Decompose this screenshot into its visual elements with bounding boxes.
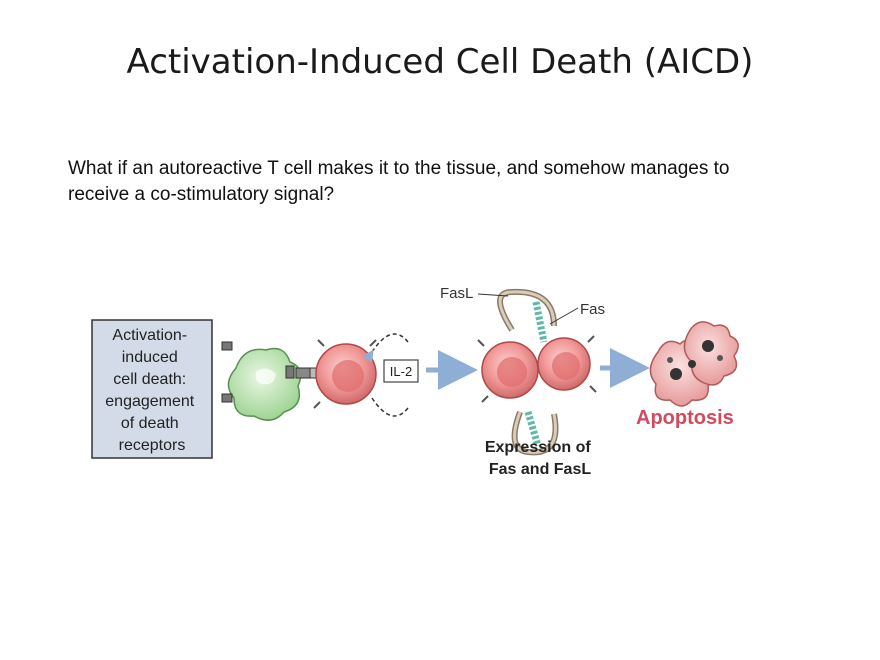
il2-autocrine-loop: IL-2 — [362, 333, 419, 417]
box-line-5: of death — [121, 415, 179, 432]
fas-label: Fas — [580, 301, 605, 318]
death-receptor-box: Activation- induced cell death: engageme… — [91, 319, 213, 459]
antigen-presenting-cell — [221, 341, 302, 421]
box-line-1: Activation- — [112, 327, 187, 344]
apoptosis-label: Apoptosis — [636, 407, 734, 429]
question-line-2: receive a co-stimulatory signal? — [68, 184, 335, 205]
box-line-6: receptors — [119, 437, 186, 454]
apoptotic-cells: Apoptosis — [636, 321, 739, 429]
svg-text:Activation- induced: Activation- induced cell death: engageme… — [105, 327, 198, 454]
expression-line-2: Fas and FasL — [489, 461, 591, 478]
expression-line-1: Expression of — [485, 439, 591, 456]
question-line-1: What if an autoreactive T cell makes it … — [68, 158, 730, 179]
slide-title: Activation-Induced Cell Death (AICD) — [126, 42, 754, 82]
fasl-label: FasL — [440, 285, 473, 302]
box-line-2: induced — [122, 349, 178, 366]
activated-t-cell — [313, 339, 377, 409]
aicd-diagram: Activation- induced cell death: engageme… — [91, 285, 739, 478]
question-text: What if an autoreactive T cell makes it … — [68, 156, 848, 208]
fas-fasl-interaction: FasL Fas Expression of Fas and FasL — [440, 285, 605, 478]
il2-label: IL-2 — [390, 364, 412, 379]
box-line-4: engagement — [105, 393, 195, 410]
svg-text:Expression of Fas and Fa: Expression of Fas and FasL — [485, 439, 595, 478]
box-line-3: cell death: — [113, 371, 186, 388]
